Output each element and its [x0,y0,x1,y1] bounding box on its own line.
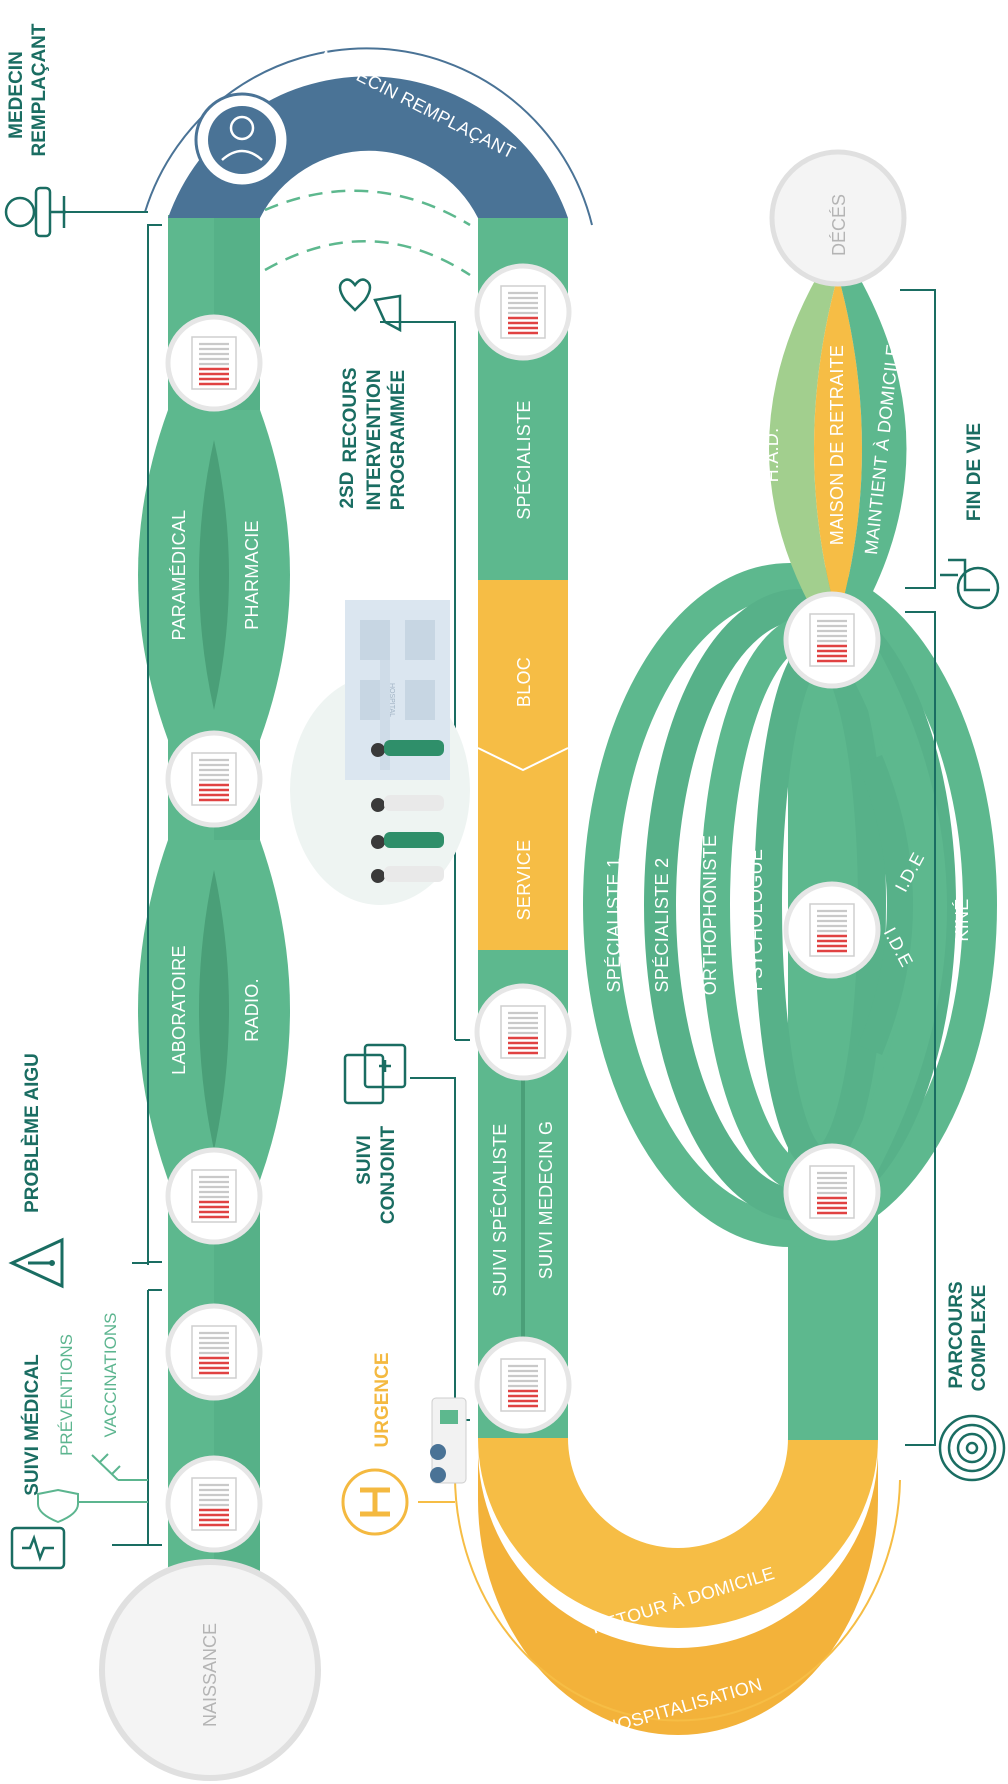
maze-icon [938,1414,1006,1482]
label-bloc: BLOC [514,657,534,707]
document-icon [165,730,263,828]
hospital-h-icon [341,1468,409,1536]
bottom-arc-outline [453,1469,901,1722]
label-probleme-aigu: PROBLÈME AIGU [21,1053,43,1213]
document-icon [165,1455,263,1553]
document-icon [783,881,881,979]
heart-hand-icon [338,278,402,333]
document-icon [165,314,263,412]
label-maison-retraite: MAISON DE RETRAITE [827,345,847,545]
middle-strip-service [478,758,568,950]
top-arc-outline [144,47,593,226]
lens-had [769,275,838,620]
lens-laboratoire-inner [199,870,229,1150]
document-icon [474,263,572,361]
lens-maintien-domicile [838,275,907,620]
label-radio: RADIO. [242,978,262,1042]
node-deces [769,149,907,287]
label-preventions: PRÉVENTIONS [57,1334,76,1456]
label-parcours-1: PARCOURS [946,1281,967,1388]
ambulance-icon [430,1397,467,1484]
label-suivi-medecin-g: SUIVI MEDECIN G [536,1121,556,1280]
document-icon [474,1336,572,1434]
loop-ide [857,755,913,1055]
middle-strip-bloc [478,580,568,758]
document-icon [474,983,572,1081]
label-suivi-specialiste: SUIVI SPÉCIALISTE [490,1123,510,1296]
document-nodes [165,263,881,1553]
label-naissance: NAISSANCE [200,1623,220,1727]
label-paramedical: PARAMÉDICAL [169,510,189,641]
lens-maison-retraite [814,275,862,620]
label-suivi-conjoint-2: CONJOINT [378,1126,399,1225]
label-recours-sup: 2SD [337,472,358,509]
lens-paramedical-inner [199,440,229,710]
label-suivi-conjoint-1: SUIVI [354,1135,375,1185]
label-recours-1: RECOURS [340,367,361,462]
warning-icon [8,1237,64,1289]
label-had: H.A.D. [762,428,782,483]
label-psychologue: PSYCHOLOGUE [746,849,766,991]
label-deces: DÉCÉS [829,194,849,256]
label-fin-de-vie: FIN DE VIE [964,423,985,521]
middle-strip-divider [521,1050,525,1360]
shield-icon [37,1488,148,1524]
doctor-chair-icon [4,186,66,238]
bottom-arc-hospitalisation [478,1448,878,1735]
medical-record-icon [343,1043,407,1105]
document-icon [783,1143,881,1241]
label-suivi-medical: SUIVI MÉDICAL [21,1354,43,1496]
wheelchair-icon [940,558,1000,610]
label-specialiste-2: SPÉCIALISTE 2 [652,858,672,993]
dashed-link-2 [264,240,471,277]
label-kine: KINÉ [952,898,972,941]
bottom-arc-retour-domicile [478,1438,878,1628]
label-vaccinations: VACCINATIONS [101,1313,120,1438]
label-specialiste: SPÉCIALISTE [514,400,534,519]
document-icon [783,591,881,689]
label-parcours-2: COMPLEXE [969,1285,990,1392]
document-icon [165,1147,263,1245]
loop-specialiste-1 [583,563,997,1247]
label-recours-2: INTERVENTION [364,369,385,510]
label-pharmacie: PHARMACIE [242,520,262,630]
label-medecin-remplacant-side-1: MEDECIN [6,51,27,139]
syringe-icon [91,1453,148,1481]
hospital-illustration: HOSPITAL [290,600,470,905]
clipboard-icon [10,1526,66,1570]
loop-kine [842,641,947,1179]
node-naissance [99,1559,321,1781]
label-recours-3: PROGRAMMÉE [387,370,409,510]
label-specialiste-1: SPÉCIALISTE 1 [604,858,624,993]
label-orthophoniste: ORTHOPHONISTE [700,835,720,996]
hospital-sign: HOSPITAL [388,683,395,717]
document-icon [165,1303,263,1401]
dashed-link-1 [264,189,471,227]
label-service: SERVICE [514,840,534,921]
label-medecin-remplacant-side-2: REMPLAÇANT [29,23,50,156]
label-laboratoire: LABORATOIRE [169,945,189,1075]
label-urgence: URGENCE [372,1352,393,1447]
